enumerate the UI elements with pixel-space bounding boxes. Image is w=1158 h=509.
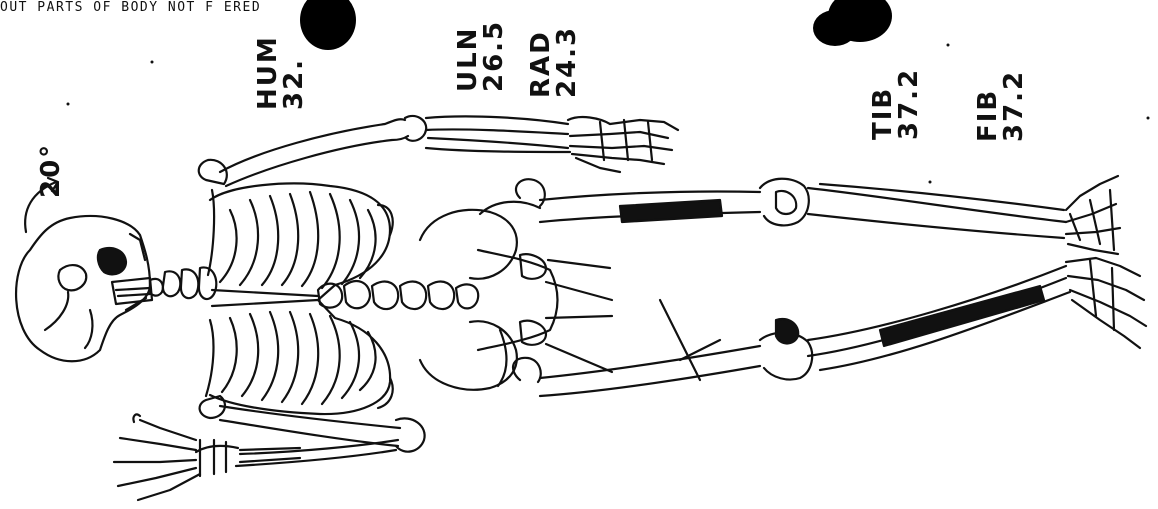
ulna-name: ULN (455, 20, 481, 92)
radius-name: RAD (528, 26, 554, 98)
hand-lower (114, 414, 238, 500)
tibia-name: TIB (870, 68, 896, 140)
lumbar-spine (318, 281, 478, 309)
fibula-value: 37.2 (1001, 70, 1027, 142)
ribcage (210, 184, 393, 415)
foot-upper (1066, 176, 1120, 254)
redaction-blot-left (300, 0, 356, 50)
tibia-fibula-upper (808, 184, 1066, 238)
forearm-lower (236, 440, 398, 466)
skull-angle-value: 20° (38, 143, 64, 198)
humerus-lower (220, 406, 425, 452)
radius-label: RAD 24.3 (528, 26, 580, 98)
tibia-fibula-lower (808, 266, 1070, 370)
skull-angle-label: 20° (38, 143, 64, 198)
tibia-label: TIB 37.2 (870, 68, 922, 140)
clavicles (199, 160, 227, 418)
tibia-value: 37.2 (896, 68, 922, 140)
femur-upper (516, 179, 809, 226)
humerus-upper (220, 116, 426, 186)
humerus-name: HUM (255, 35, 281, 110)
hand-upper (568, 117, 678, 172)
fibula-label: FIB 37.2 (975, 70, 1027, 142)
ulna-label: ULN 26.5 (455, 20, 507, 92)
humerus-label: HUM 32. (255, 35, 307, 110)
redaction-blot-right (813, 0, 892, 46)
humerus-value: 32. (281, 35, 307, 110)
foot-lower (1066, 258, 1146, 348)
ulna-value: 26.5 (481, 20, 507, 92)
radius-value: 24.3 (554, 26, 580, 98)
fibula-name: FIB (975, 70, 1001, 142)
forearm-upper (426, 116, 570, 152)
skull (16, 216, 152, 361)
